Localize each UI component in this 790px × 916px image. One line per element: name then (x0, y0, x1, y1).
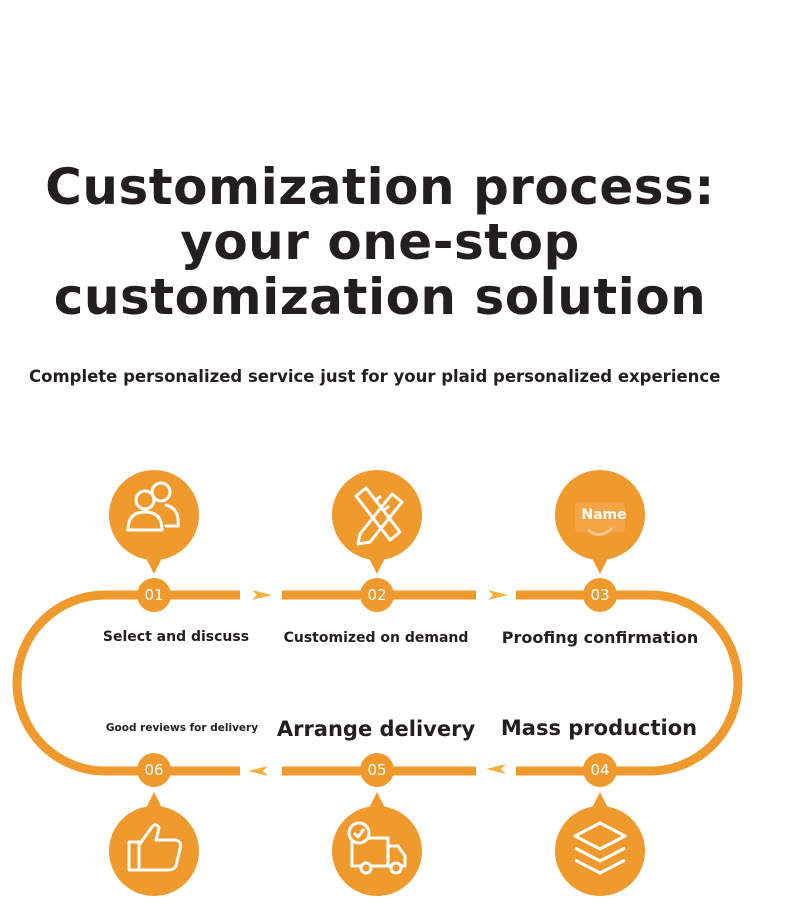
title-line-3: customization solution (53, 268, 707, 326)
step-label-mass-production: Mass production (500, 716, 698, 740)
step-number-01: 01 (137, 578, 171, 612)
step-1-icon-pin (109, 470, 199, 574)
arrow-left-icon (486, 764, 506, 774)
step-label-customized-on-demand: Customized on demand (283, 630, 469, 646)
title-line-1: Customization process: (45, 158, 715, 216)
name-tag-text: Name (581, 507, 627, 523)
step-number-05: 05 (360, 753, 394, 787)
layers-icon (573, 821, 627, 875)
step-6-icon-pin (109, 792, 199, 896)
step-label-proofing-confirmation: Proofing confirmation (501, 628, 699, 647)
process-track (12, 590, 743, 776)
step-label-good-reviews: Good reviews for delivery (105, 722, 259, 734)
name-tag-icon (575, 502, 625, 536)
step-number-03: 03 (583, 578, 617, 612)
step-5-icon-pin (332, 792, 422, 896)
step-number-06: 06 (137, 753, 171, 787)
thumbs-up-icon (127, 823, 182, 872)
delivery-truck-icon (347, 821, 407, 875)
step-number-02: 02 (360, 578, 394, 612)
page-title: Customization process: your one-stop cus… (0, 160, 760, 325)
subtitle: Complete personalized service just for y… (29, 367, 721, 386)
step-2-icon-pin (332, 470, 422, 574)
arrow-right-icon (488, 590, 508, 600)
ruler-pencil-icon (354, 486, 404, 546)
step-label-arrange-delivery: Arrange delivery (276, 717, 476, 741)
step-3-icon-pin (555, 470, 645, 574)
arrow-left-icon (248, 766, 268, 776)
users-icon (126, 481, 180, 532)
step-4-icon-pin (555, 792, 645, 896)
title-line-2: your one-stop (180, 213, 580, 271)
step-label-select-and-discuss: Select and discuss (102, 629, 250, 645)
arrow-right-icon (252, 590, 272, 600)
step-number-04: 04 (583, 753, 617, 787)
